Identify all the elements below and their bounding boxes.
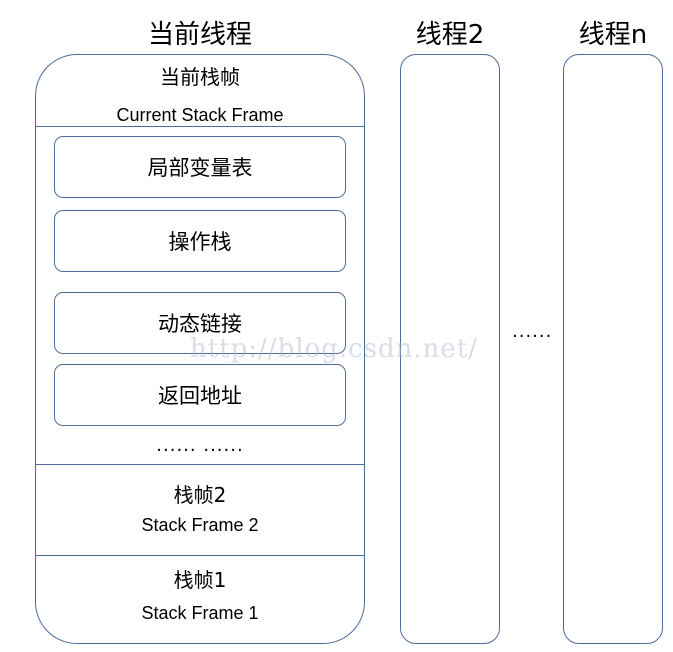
current-frame-title-cn: 当前栈帧 (160, 65, 240, 89)
return-address-box: 返回地址 (54, 364, 346, 426)
frame1-divider (36, 555, 364, 556)
current-frame-divider (36, 126, 364, 127)
thread2-title: 线程2 (415, 20, 485, 50)
dynamic-linking-box: 动态链接 (54, 292, 346, 354)
frame2-divider (36, 464, 364, 465)
threadn-title: 线程n (578, 20, 648, 50)
threads-ellipsis: ...... (512, 321, 553, 342)
current-frame-title-en: Current Stack Frame (116, 105, 284, 125)
frame1-title-en: Stack Frame 1 (141, 603, 259, 623)
frame2-title-en: Stack Frame 2 (141, 515, 259, 535)
local-variable-table-box: 局部变量表 (54, 136, 346, 198)
threadn-stack (563, 54, 663, 644)
operand-stack-box: 操作栈 (54, 210, 346, 272)
current-thread-title: 当前线程 (147, 20, 252, 50)
frame2-title-cn: 栈帧2 (173, 483, 227, 507)
frame1-title-cn: 栈帧1 (173, 568, 227, 592)
current-thread-stack: 当前栈帧 Current Stack Frame 局部变量表 操作栈 动态链接 … (35, 54, 365, 644)
thread2-stack (400, 54, 500, 644)
current-frame-ellipsis: ...... ...... (156, 435, 244, 456)
